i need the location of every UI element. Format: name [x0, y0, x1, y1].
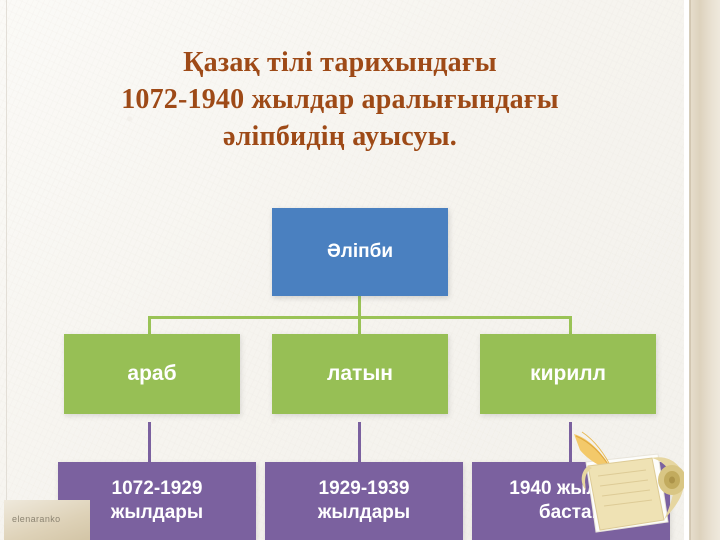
- right-border-inner-line: [689, 0, 691, 540]
- diagram-node-latin-label: латын: [327, 362, 393, 385]
- diagram-node-root[interactable]: Әліпби: [272, 208, 448, 296]
- diagram-node-arab[interactable]: араб: [64, 334, 240, 414]
- diagram-node-years-latin[interactable]: 1929-1939 жылдары: [265, 462, 463, 540]
- page-title-line-2: 1072-1940 жылдар аралығындағы: [121, 84, 559, 115]
- connector-branch-arab: [148, 316, 151, 336]
- diagram-node-years-latin-line-1: 1929-1939: [318, 478, 410, 499]
- left-edge-hairline: [6, 0, 7, 540]
- connector-kiril-to-years: [569, 422, 572, 464]
- diagram-node-kiril[interactable]: кирилл: [480, 334, 656, 414]
- parchment-scroll-icon: [572, 418, 690, 540]
- connector-arab-to-years: [148, 422, 151, 464]
- diagram-node-latin[interactable]: латын: [272, 334, 448, 414]
- diagram-node-years-arab-text: 1072-1929 жылдары: [111, 477, 203, 525]
- connector-branch-kiril: [569, 316, 572, 336]
- diagram-node-kiril-label: кирилл: [530, 362, 606, 385]
- page-title: Қазақ тілі тарихындағы 1072-1940 жылдар …: [30, 44, 650, 155]
- watermark-text: elenaranko: [12, 514, 61, 524]
- watermark-plate: elenaranko: [4, 500, 90, 540]
- diagram-node-years-latin-line-2: жылдары: [317, 502, 411, 523]
- connector-latin-to-years: [358, 422, 361, 464]
- diagram-node-years-arab[interactable]: 1072-1929 жылдары: [58, 462, 256, 540]
- page-title-line-1: Қазақ тілі тарихындағы: [183, 47, 497, 78]
- diagram-node-root-label: Әліпби: [326, 241, 394, 262]
- diagram-node-years-arab-line-1: 1072-1929: [111, 478, 203, 499]
- diagram-node-years-arab-line-2: жылдары: [110, 502, 204, 523]
- connector-root-vertical: [358, 296, 361, 318]
- diagram-node-arab-label: араб: [127, 362, 177, 385]
- connector-branch-latin: [358, 316, 361, 336]
- diagram-node-years-kiril-line-2: бастап: [538, 502, 604, 523]
- page-title-line-3: әліпбидің ауысуы.: [222, 121, 458, 152]
- diagram-node-years-latin-text: 1929-1939 жылдары: [318, 477, 410, 525]
